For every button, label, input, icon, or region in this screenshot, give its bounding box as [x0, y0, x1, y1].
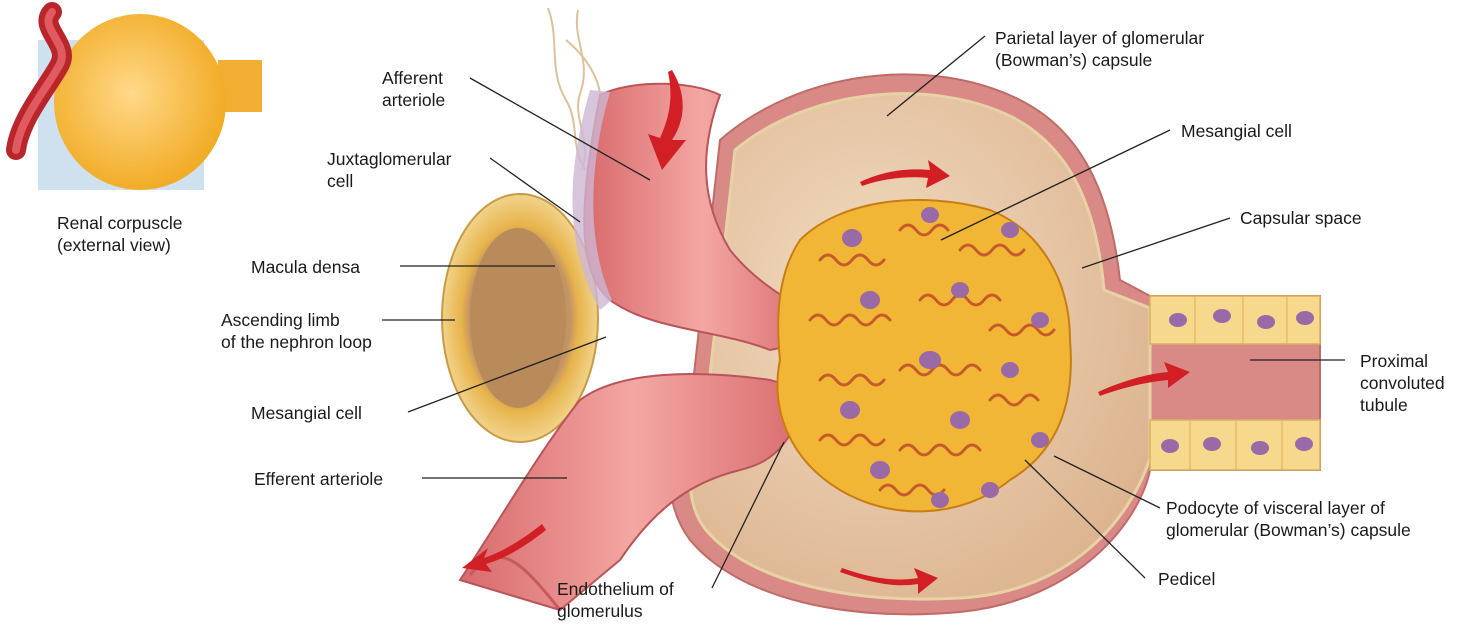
label-mesangial-cell-right: Mesangial cell [1181, 120, 1292, 142]
label-endothelium: Endothelium of glomerulus [557, 578, 674, 622]
label-ascending-limb: Ascending limb of the nephron loop [221, 309, 372, 353]
label-juxtaglomerular-cell: Juxtaglomerular cell [327, 148, 452, 192]
label-proximal-tubule: Proximal convoluted tubule [1360, 350, 1445, 416]
label-afferent-arteriole: Afferent arteriole [382, 67, 445, 111]
label-parietal-layer: Parietal layer of glomerular (Bowman’s) … [995, 27, 1204, 71]
glomerulus-tuft [778, 200, 1071, 511]
label-pedicel: Pedicel [1158, 568, 1215, 590]
label-podocyte: Podocyte of visceral layer of glomerular… [1166, 497, 1411, 541]
label-capsular-space: Capsular space [1240, 207, 1362, 229]
label-mesangial-cell-left: Mesangial cell [251, 402, 362, 424]
inset-caption: Renal corpuscle (external view) [57, 212, 182, 256]
inset-caption-line1: Renal corpuscle [57, 212, 182, 234]
inset-illustration [16, 12, 262, 190]
label-efferent-arteriole: Efferent arteriole [254, 468, 383, 490]
label-macula-densa: Macula densa [251, 256, 360, 278]
inset-corpuscle-ball [54, 14, 226, 190]
inset-caption-line2: (external view) [57, 234, 182, 256]
